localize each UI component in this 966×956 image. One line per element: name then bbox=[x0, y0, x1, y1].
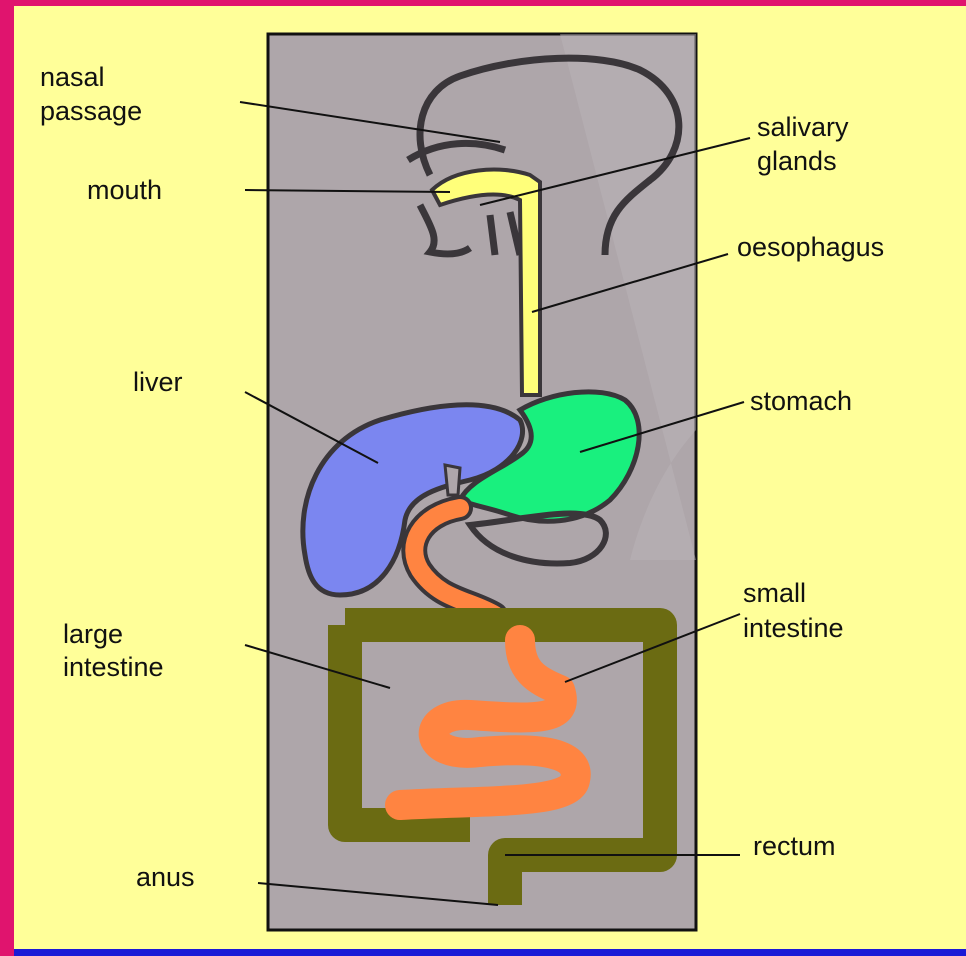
label-rectum: rectum bbox=[753, 831, 836, 861]
slide-top-accent bbox=[0, 0, 966, 6]
large-intestine-end bbox=[398, 820, 470, 835]
label-stomach: stomach bbox=[750, 386, 852, 416]
label-mouth: mouth bbox=[87, 175, 162, 205]
label-liver: liver bbox=[133, 367, 183, 397]
label-anus: anus bbox=[136, 862, 195, 892]
gall-bladder-outline bbox=[445, 465, 460, 495]
label-oesophagus: oesophagus bbox=[737, 232, 884, 262]
slide-left-accent bbox=[0, 0, 14, 956]
